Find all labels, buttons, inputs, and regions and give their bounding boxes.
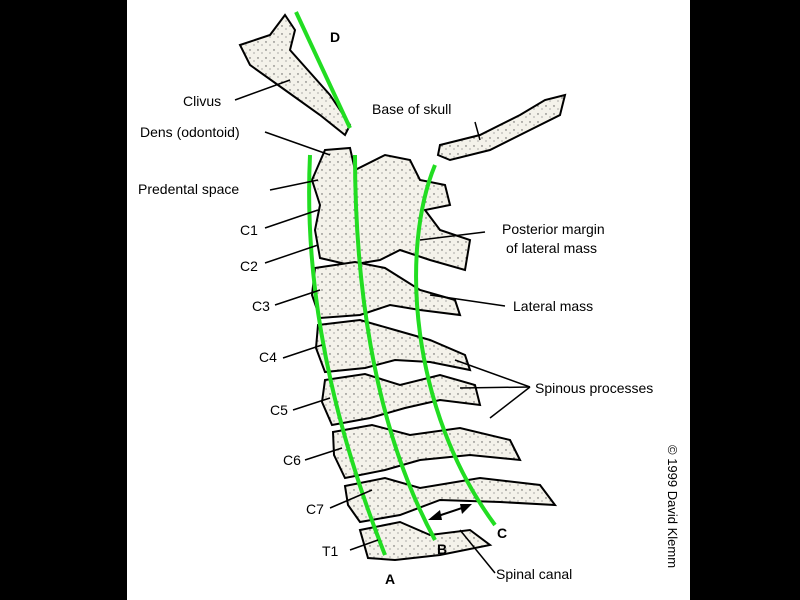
- spinal-canal-label: Spinal canal: [496, 566, 573, 582]
- line-b-letter: B: [437, 541, 448, 557]
- line-d: [294, 11, 352, 129]
- line-b: [353, 154, 437, 541]
- leader-lines: [234, 79, 531, 574]
- c1-c2-vertebra: [310, 146, 472, 272]
- copyright-notice: © 1999 David Klemm: [665, 445, 680, 569]
- c3-label: C3: [252, 298, 270, 314]
- clivus-label: Clivus: [183, 93, 222, 109]
- line-a: [307, 154, 387, 556]
- c2-label: C2: [240, 258, 258, 274]
- t1-label: T1: [322, 543, 339, 559]
- c6-vertebra: [331, 423, 522, 480]
- c7-vertebra: [343, 476, 558, 524]
- lateral-mass-label: Lateral mass: [513, 298, 594, 314]
- c6-label: C6: [283, 452, 301, 468]
- line-c-letter: C: [497, 525, 508, 541]
- c5-label: C5: [270, 402, 288, 418]
- posterior-margin-label-line1: Posterior margin: [502, 221, 605, 237]
- spinal-canal-arrow: [428, 504, 472, 520]
- c3-vertebra: [310, 260, 462, 320]
- c1-label: C1: [240, 222, 258, 238]
- base-of-skull-bone: [436, 93, 567, 162]
- t1-vertebra: [358, 520, 493, 562]
- c4-label: C4: [259, 349, 277, 365]
- c5-vertebra: [320, 372, 482, 427]
- posterior-margin-label-line2: of lateral mass: [506, 240, 598, 256]
- dens-label: Dens (odontoid): [140, 124, 240, 140]
- c7-label: C7: [306, 501, 324, 517]
- base-of-skull-label: Base of skull: [372, 101, 452, 117]
- line-a-letter: A: [385, 571, 396, 587]
- line-d-letter: D: [330, 29, 341, 45]
- spinous-processes-label: Spinous processes: [535, 380, 654, 396]
- c4-vertebra: [314, 318, 472, 374]
- line-c: [414, 164, 497, 527]
- predental-space-label: Predental space: [138, 181, 240, 197]
